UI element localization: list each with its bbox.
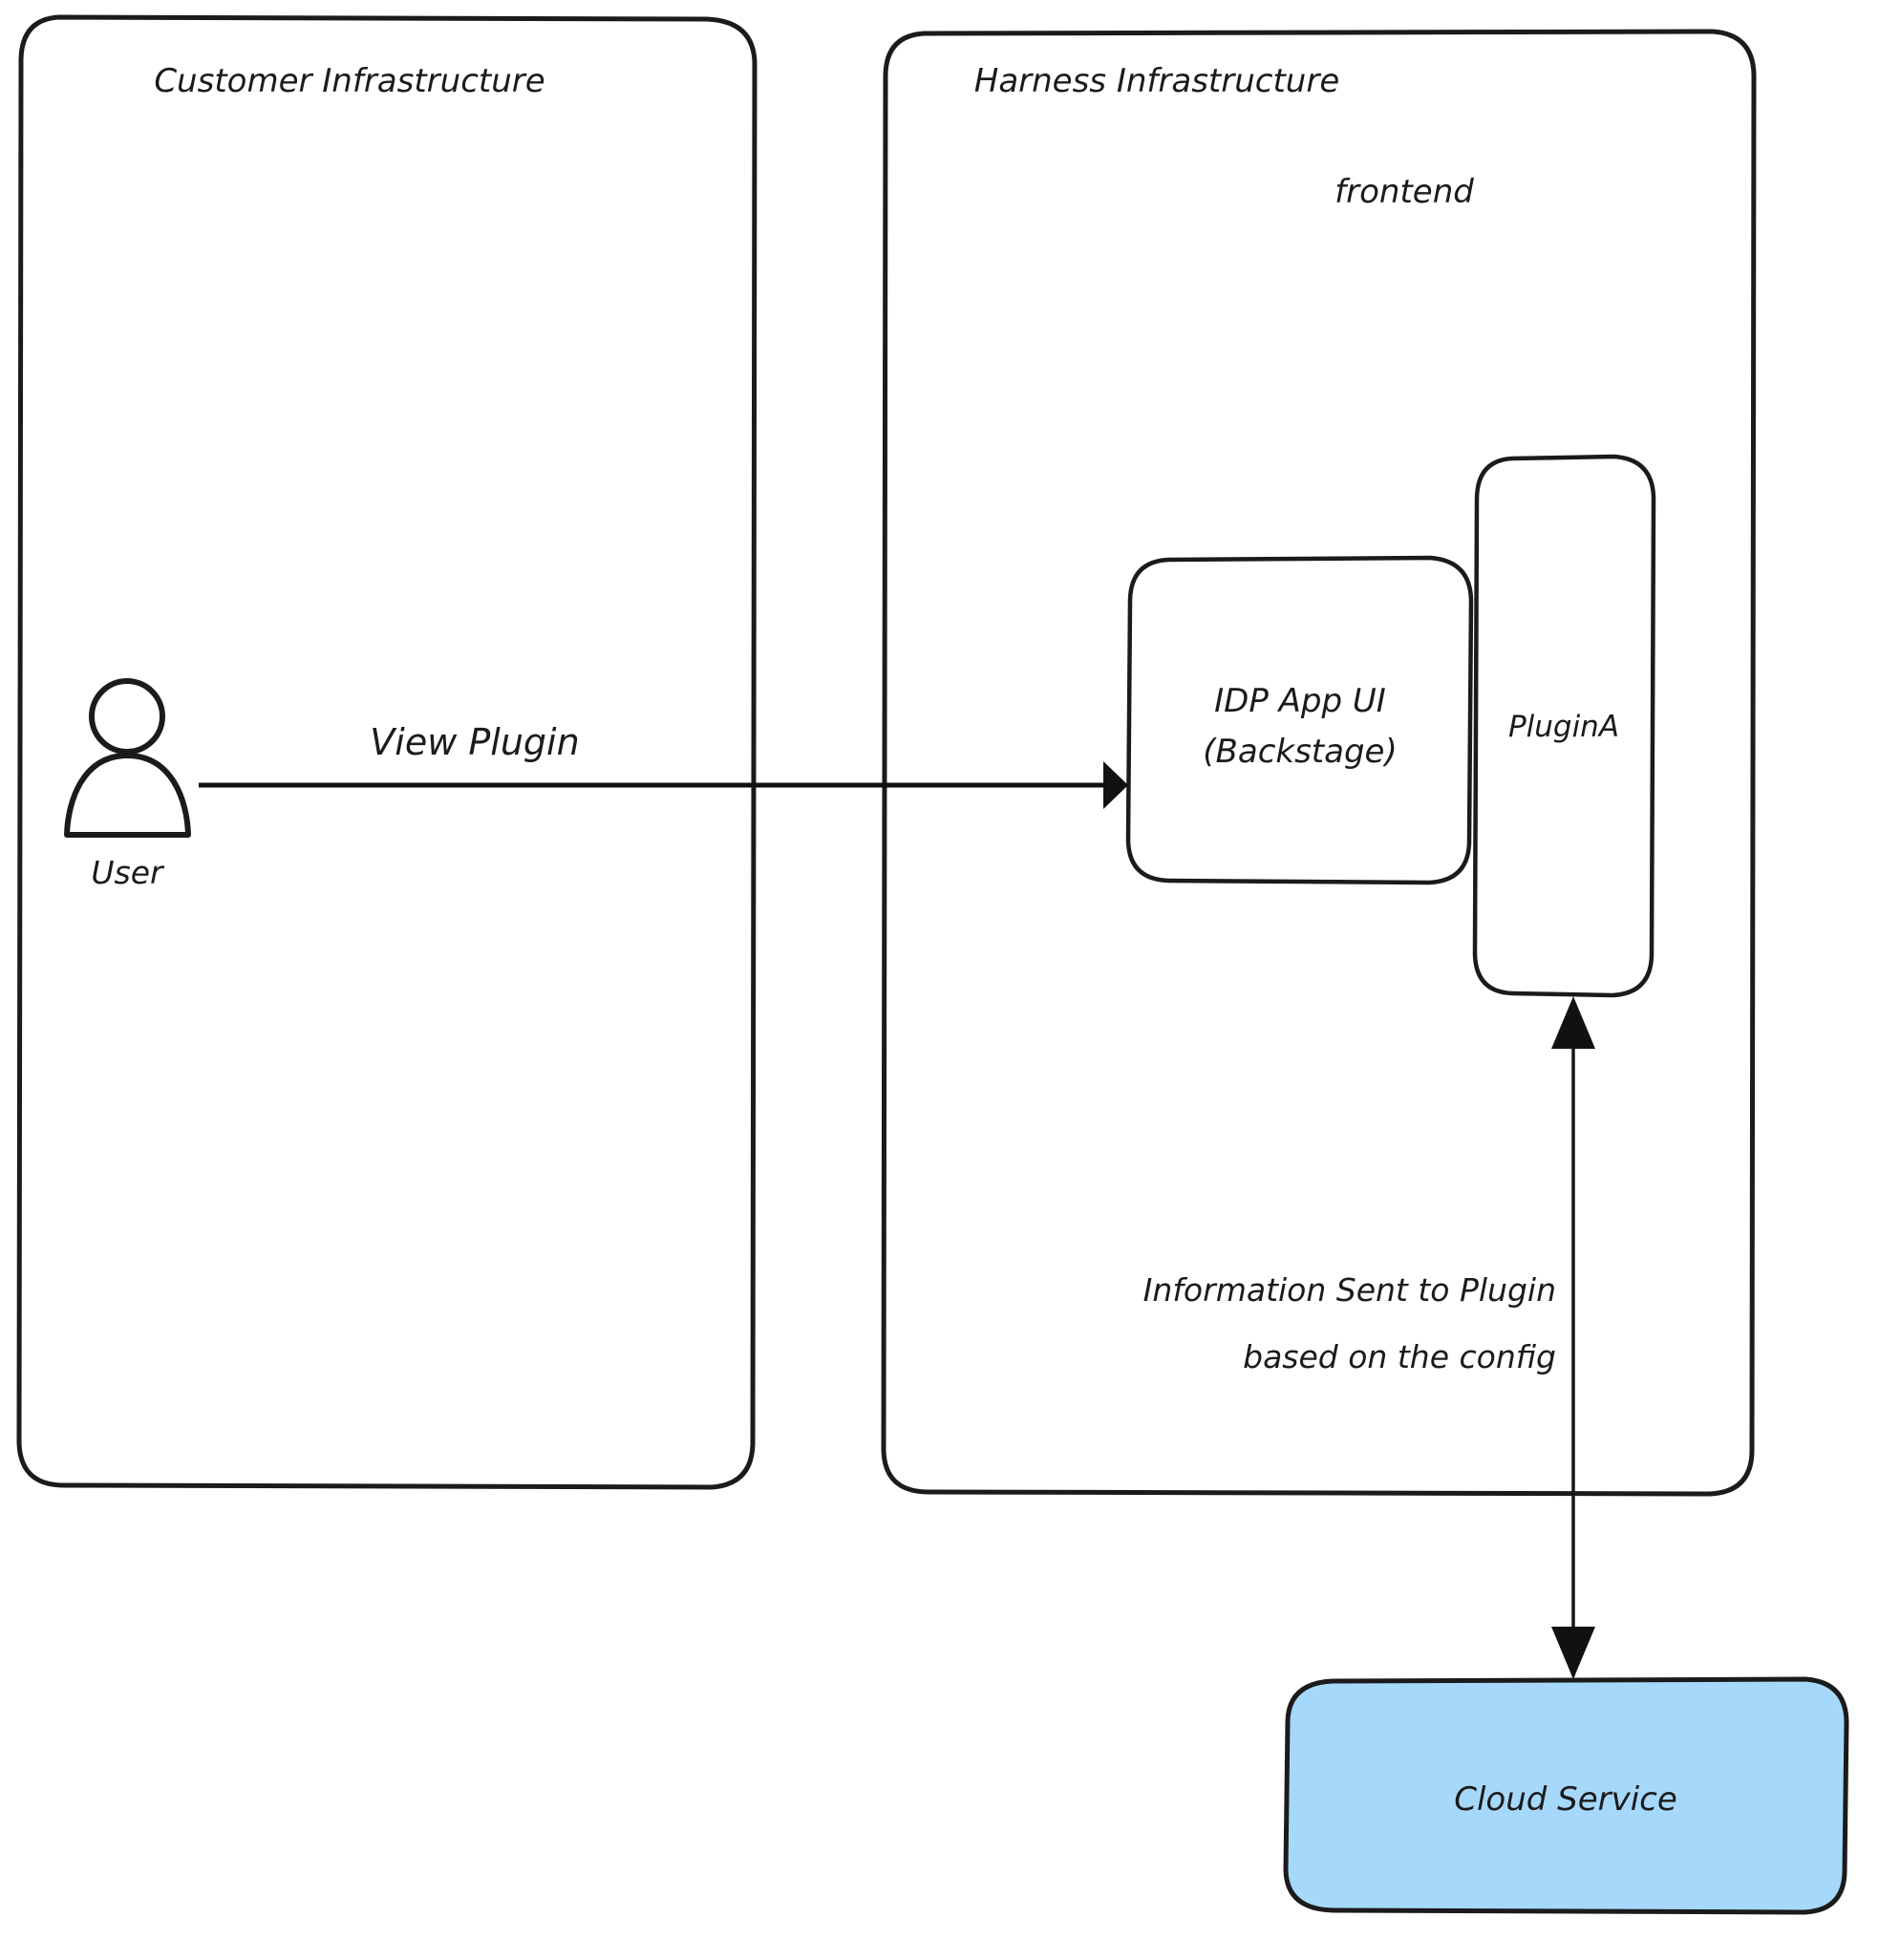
customer-infrastructure-border — [16, 14, 758, 1490]
edge-information-sent[interactable] — [1551, 996, 1595, 1679]
information-sent-arrowhead-up-icon — [1551, 996, 1595, 1049]
harness-infrastructure-title: Harness Infrastructure — [974, 62, 1339, 100]
customer-infrastructure-title: Customer Infrastructure — [154, 62, 544, 100]
frontend-group-title: frontend — [1335, 173, 1474, 211]
information-sent-edge-label-line1: Information Sent to Plugin — [1143, 1271, 1556, 1309]
idp-app-ui-shape — [1125, 555, 1474, 885]
view-plugin-arrowhead-icon — [1103, 761, 1128, 809]
user-label: User — [91, 854, 165, 891]
information-sent-edge-label-line2: based on the config — [1243, 1338, 1556, 1375]
node-idp-app-ui[interactable] — [1125, 555, 1474, 885]
node-cloud-service[interactable] — [1283, 1676, 1849, 1915]
actor-body-icon — [64, 753, 191, 838]
idp-app-ui-label-line1: IDP App UI — [1214, 682, 1386, 720]
plugin-a-label: PluginA — [1508, 710, 1619, 744]
edge-view-plugin[interactable] — [199, 761, 1128, 809]
user-actor-icon[interactable] — [64, 678, 191, 838]
actor-head-icon — [89, 678, 165, 755]
cloud-service-shape — [1283, 1676, 1849, 1915]
container-customer-infrastructure[interactable] — [16, 14, 758, 1490]
information-sent-arrowhead-down-icon — [1551, 1627, 1595, 1679]
plugin-a-shape — [1472, 454, 1656, 998]
idp-app-ui-label-line2: (Backstage) — [1203, 733, 1397, 771]
node-plugin-a[interactable] — [1472, 454, 1656, 998]
harness-infrastructure-border — [881, 29, 1757, 1497]
container-harness-infrastructure[interactable] — [881, 29, 1757, 1497]
view-plugin-edge-label: View Plugin — [370, 721, 579, 763]
cloud-service-label: Cloud Service — [1454, 1780, 1677, 1819]
